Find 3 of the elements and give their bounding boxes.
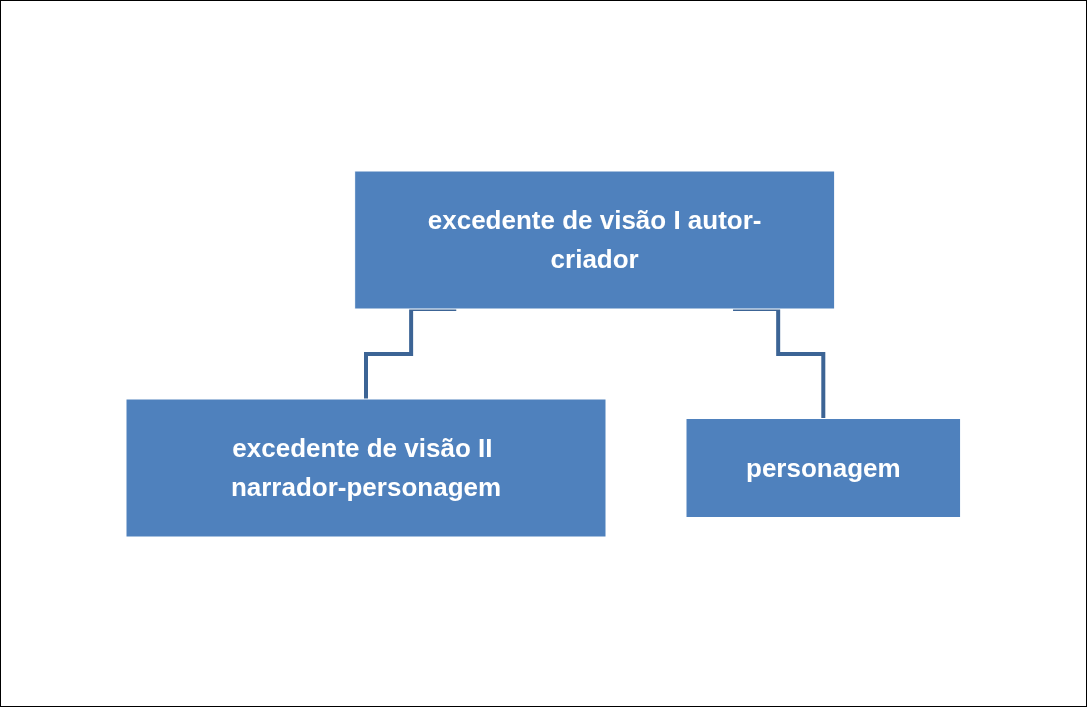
node-box: excedente de visão I autor-criador: [354, 170, 836, 309]
node-box: excedente de visão II narrador-personagem: [125, 398, 607, 537]
node-box: personagem: [685, 417, 962, 518]
